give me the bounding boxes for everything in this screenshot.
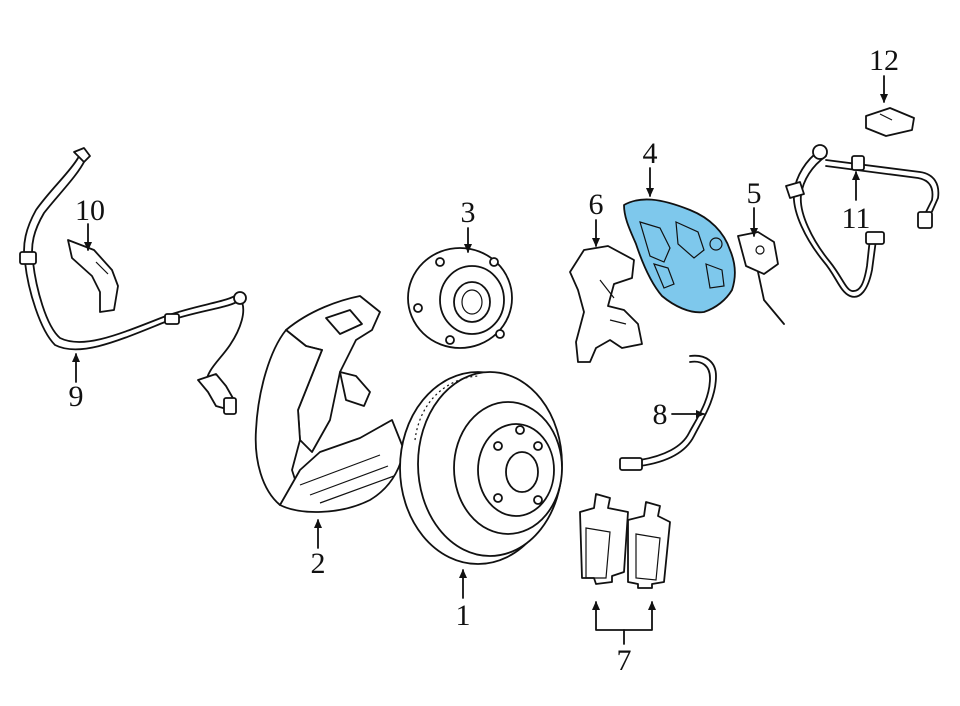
caliper-guide-clip [737,231,785,325]
callout-7: 7 [617,644,632,677]
callout-8: 8 [653,398,668,431]
callout-10: 10 [75,194,105,227]
callout-9: 9 [69,380,84,413]
hub-bearing [407,247,513,349]
callout-11: 11 [842,202,871,235]
brake-rotor [399,371,563,565]
callout-1: 1 [456,599,471,632]
brake-caliper [623,198,736,314]
callout-3: 3 [461,196,476,229]
caliper-bracket [569,245,643,363]
callout-6: 6 [589,188,604,221]
callout-2: 2 [311,547,326,580]
wheel-speed-sensor-wire [19,147,247,415]
hose-clip [865,107,915,137]
sensor-bracket [67,239,119,313]
pad-wear-sensor [619,354,717,471]
brake-pads [579,493,671,589]
callout-4: 4 [643,137,658,170]
callout-12: 12 [869,44,899,77]
callout-5: 5 [747,177,762,210]
brake-hose [785,144,940,298]
dust-shield [254,295,405,513]
leader-arrows [72,75,888,645]
